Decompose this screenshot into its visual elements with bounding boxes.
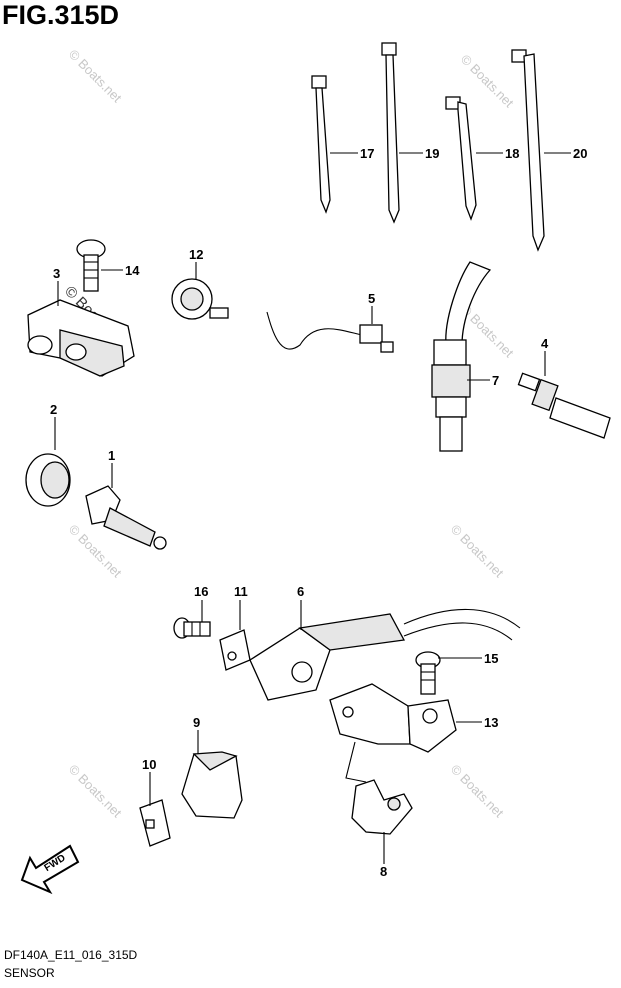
part-1-sensor[interactable]: 1 <box>85 448 167 550</box>
callout-17: 17 <box>360 146 374 161</box>
callout-2: 2 <box>50 402 57 417</box>
part-20-cable-tie[interactable]: 20 <box>511 49 587 252</box>
part-13-sensor-bracket[interactable]: 13 <box>329 683 498 753</box>
part-19-cable-tie[interactable]: 19 <box>381 42 439 224</box>
figure-title: FIG.315D <box>2 0 120 30</box>
part-10-clip[interactable]: 10 <box>139 757 171 847</box>
callout-16: 16 <box>194 584 208 599</box>
callout-9: 9 <box>193 715 200 730</box>
callout-13: 13 <box>484 715 498 730</box>
part-12-pressure-switch[interactable]: 12 <box>171 247 229 320</box>
figure-name: SENSOR <box>4 966 55 980</box>
callout-6: 6 <box>297 584 304 599</box>
part-11-bracket[interactable]: 11 <box>219 584 251 671</box>
part-15-bolt[interactable]: 15 <box>415 651 498 695</box>
callout-11: 11 <box>234 584 248 599</box>
part-4-temperature-sensor[interactable]: 4 <box>517 336 611 439</box>
watermark-5: © Boats.net <box>448 522 507 581</box>
callout-7: 7 <box>492 373 499 388</box>
part-18-cable-tie[interactable]: 18 <box>445 96 519 221</box>
callout-12: 12 <box>189 247 203 262</box>
callout-1: 1 <box>108 448 115 463</box>
callout-15: 15 <box>484 651 498 666</box>
part-3-map-sensor[interactable]: 3 <box>27 266 135 377</box>
part-2-grommet[interactable]: 2 <box>25 402 71 507</box>
callout-20: 20 <box>573 146 587 161</box>
part-9-clamp[interactable]: 9 <box>181 715 243 819</box>
part-17-cable-tie[interactable]: 17 <box>311 75 374 214</box>
watermark-7: © Boats.net <box>448 762 507 821</box>
part-5-sensor[interactable]: 5 <box>266 291 394 353</box>
part-7-oxygen-sensor[interactable]: 7 <box>431 261 499 452</box>
watermark-1: © Boats.net <box>66 47 125 106</box>
part-8-sensor[interactable]: 8 <box>345 741 413 879</box>
watermark-2: © Boats.net <box>458 52 517 111</box>
figure-code: DF140A_E11_016_315D <box>4 948 138 962</box>
callout-3: 3 <box>53 266 60 281</box>
part-6-crank-sensor[interactable]: 6 <box>249 584 521 701</box>
callout-8: 8 <box>380 864 387 879</box>
fwd-arrow-icon: FWD <box>20 844 80 895</box>
callout-18: 18 <box>505 146 519 161</box>
part-16-bolt[interactable]: 16 <box>173 584 211 639</box>
part-14-bolt[interactable]: 14 <box>76 239 140 292</box>
callout-4: 4 <box>541 336 549 351</box>
watermark-6: © Boats.net <box>66 762 125 821</box>
callout-14: 14 <box>125 263 140 278</box>
callout-19: 19 <box>425 146 439 161</box>
callout-5: 5 <box>368 291 375 306</box>
callout-10: 10 <box>142 757 156 772</box>
